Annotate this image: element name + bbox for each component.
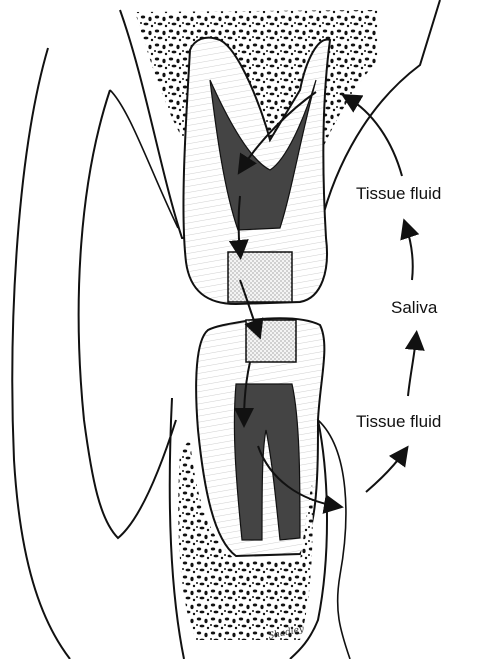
upper-restoration — [228, 252, 292, 302]
arrow-tissue-up — [406, 226, 413, 280]
label-tissue-fluid-top: Tissue fluid — [356, 184, 441, 204]
arrow-tissue-to-saliva-bottom — [366, 452, 404, 492]
arrow-saliva-up — [408, 338, 416, 396]
outer-lip-curve — [12, 48, 70, 659]
label-saliva: Saliva — [391, 298, 437, 318]
lower-restoration — [246, 320, 296, 362]
label-tissue-fluid-bottom: Tissue fluid — [356, 412, 441, 432]
